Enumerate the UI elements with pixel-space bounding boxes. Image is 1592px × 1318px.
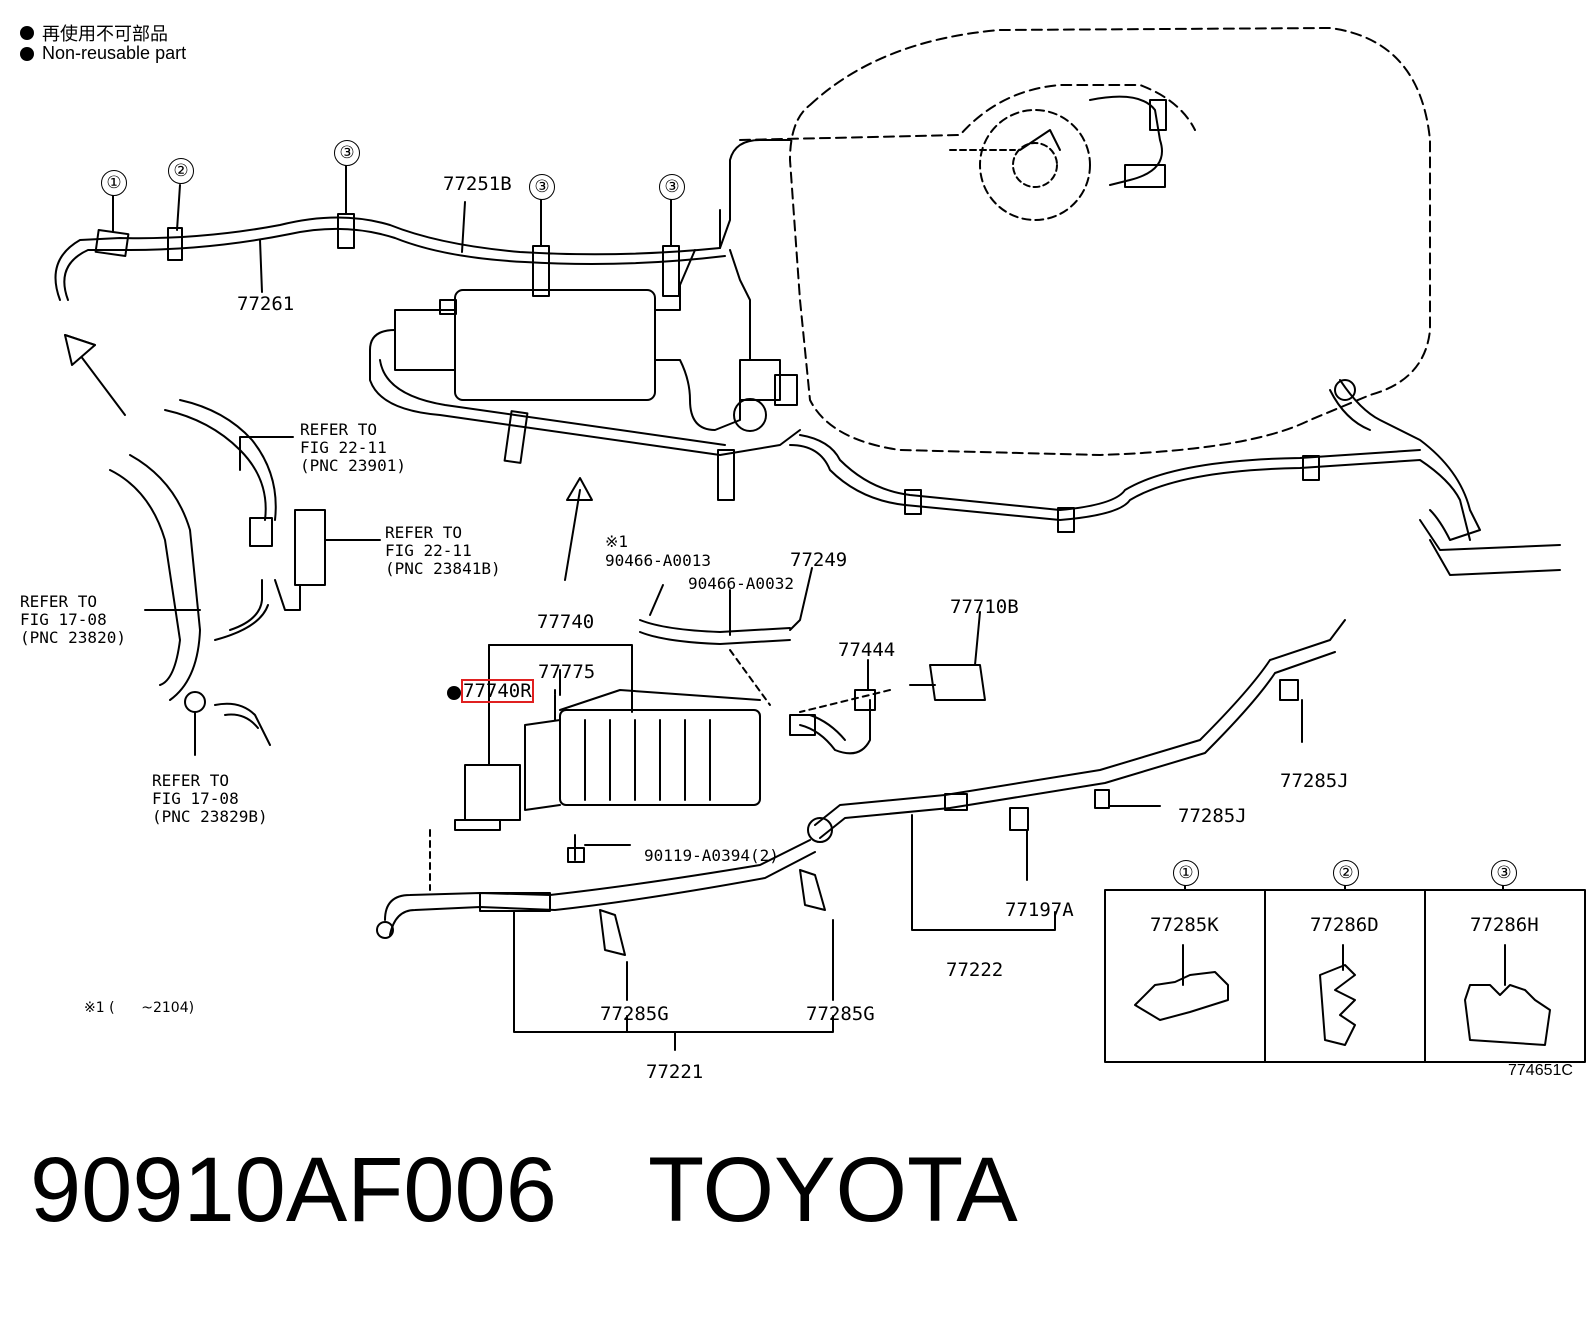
clip-77285K-drawing [1134, 971, 1229, 1021]
part-label-90466-A0032: 90466-A0032 [688, 574, 794, 593]
fuel-tank-inner-dash [739, 84, 1196, 141]
callout-1: ① [101, 170, 127, 196]
canister-77740 [559, 709, 761, 806]
part-label-77740R: 77740R [461, 679, 534, 703]
part-label-77710B: 77710B [950, 596, 1019, 618]
legend-text-jp: 再使用不可部品 [42, 24, 168, 44]
part-label-77249: 77249 [790, 549, 848, 571]
refer-note-pnc-23841B: REFER TO FIG 22-11 (PNC 23841B) [385, 523, 501, 578]
callout-3: ③ [529, 174, 555, 200]
caption-brand: TOYOTA [648, 1139, 1018, 1241]
fuel-pump-ring [979, 109, 1091, 221]
parts-diagram [54, 27, 1586, 1063]
part-label-77285G-left: 77285G [600, 1003, 669, 1025]
part-label-77251B: 77251B [443, 173, 512, 195]
non-reusable-dot-icon [447, 686, 461, 700]
upper-canister [454, 289, 656, 401]
footnote-mark: ※1 [605, 532, 629, 551]
table-callout-3: ③ [1491, 860, 1517, 886]
caption-part-number: 90910AF006 [30, 1139, 557, 1241]
part-label-77222: 77222 [946, 959, 1004, 981]
legend-non-reusable-en: Non-reusable part [20, 43, 186, 64]
part-label-77285J-top: 77285J [1280, 770, 1349, 792]
non-reusable-dot-icon [20, 26, 34, 40]
table-part-77286D: 77286D [1310, 914, 1379, 936]
part-label-77261: 77261 [237, 293, 295, 315]
part-label-77444: 77444 [838, 639, 896, 661]
drawing-code: 774651C [1508, 1062, 1573, 1079]
refer-note-pnc-23901: REFER TO FIG 22-11 (PNC 23901) [300, 420, 406, 475]
table-callout-2: ② [1333, 860, 1359, 886]
table-part-77285K: 77285K [1150, 914, 1219, 936]
clip-77286H-drawing [1464, 984, 1551, 1046]
part-label-77197A: 77197A [1005, 899, 1074, 921]
refer-note-pnc-23820: REFER TO FIG 17-08 (PNC 23820) [20, 592, 126, 647]
tube-77261 [63, 227, 726, 301]
part-label-90119-A0394: 90119-A0394(2) [644, 846, 779, 865]
non-reusable-dot-icon [20, 46, 34, 61]
part-label-77285G-right: 77285G [806, 1003, 875, 1025]
part-label-77740: 77740 [537, 611, 595, 633]
clip-77286D-drawing [1319, 964, 1356, 1046]
part-label-90466-A0013: 90466-A0013 [605, 551, 711, 570]
legend-non-reusable-jp: 再使用不可部品 [20, 20, 168, 46]
tube-77221 [384, 839, 811, 921]
refer-note-pnc-23829B: REFER TO FIG 17-08 (PNC 23829B) [152, 771, 268, 826]
callout-3: ③ [659, 174, 685, 200]
callout-3: ③ [334, 140, 360, 166]
table-part-77286H: 77286H [1470, 914, 1539, 936]
arrow-center [564, 477, 593, 581]
fuel-tank-outline [789, 27, 1431, 456]
legend-text-en: Non-reusable part [42, 43, 187, 63]
part-label-77285J-mid: 77285J [1178, 805, 1247, 827]
tube-77222 [814, 619, 1346, 826]
footnote-range: ※1 ( ~2104) [84, 1000, 195, 1016]
table-callout-1: ① [1173, 860, 1199, 886]
part-label-77221: 77221 [646, 1061, 704, 1083]
part-label-77775: 77775 [538, 661, 596, 683]
callout-2: ② [168, 158, 194, 184]
